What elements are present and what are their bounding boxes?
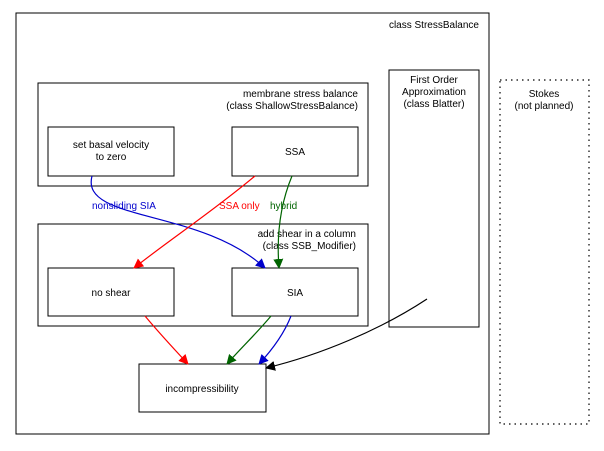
modifier-label-line1: add shear in a column [258,229,356,240]
stokes-node [499,79,590,425]
edge-ssa-only [133,175,256,269]
basal-velocity-label-line2: to zero [96,152,127,163]
sia-node [231,267,359,317]
edge-sia-green-to-incompressibility [226,315,272,365]
first-order-label-line3: (class Blatter) [403,99,464,110]
membrane-label-line2: (class ShallowStressBalance) [226,101,358,112]
stokes-label-line1: Stokes [529,89,560,100]
edge-hybrid-label: hybrid [270,201,297,212]
modifier-cluster [37,223,369,327]
first-order-label-line1: First Order [410,75,458,86]
incompressibility-node [138,363,267,413]
basal-velocity-label-line1: set basal velocity [73,140,149,151]
ssa-label: SSA [285,147,305,158]
sia-label: SIA [287,288,303,299]
basal-velocity-node [47,126,175,177]
stokes-label-line2: (not planned) [515,101,574,112]
modifier-label-line2: (class SSB_Modifier) [263,241,356,252]
edge-nonsliding-sia [90,175,266,269]
incompressibility-label: incompressibility [165,384,238,395]
membrane-cluster [37,82,369,187]
first-order-label-line2: Approximation [402,87,466,98]
no-shear-label: no shear [92,288,132,299]
ssa-node [231,126,359,177]
stress-balance-cluster [15,12,490,435]
edge-nonsliding-sia-label: nonsliding SIA [92,201,156,212]
edge-sia-blue-to-incompressibility [258,315,292,365]
no-shear-node [47,267,175,317]
first-order-node [388,69,480,328]
edge-hybrid [273,175,293,269]
stress-balance-label: class StressBalance [389,20,479,31]
edge-first-order-to-incompressibility [265,298,428,371]
edge-ssa-only-label: SSA only [219,201,260,212]
edge-no-shear-to-incompressibility [144,315,189,365]
membrane-label-line1: membrane stress balance [243,89,358,100]
